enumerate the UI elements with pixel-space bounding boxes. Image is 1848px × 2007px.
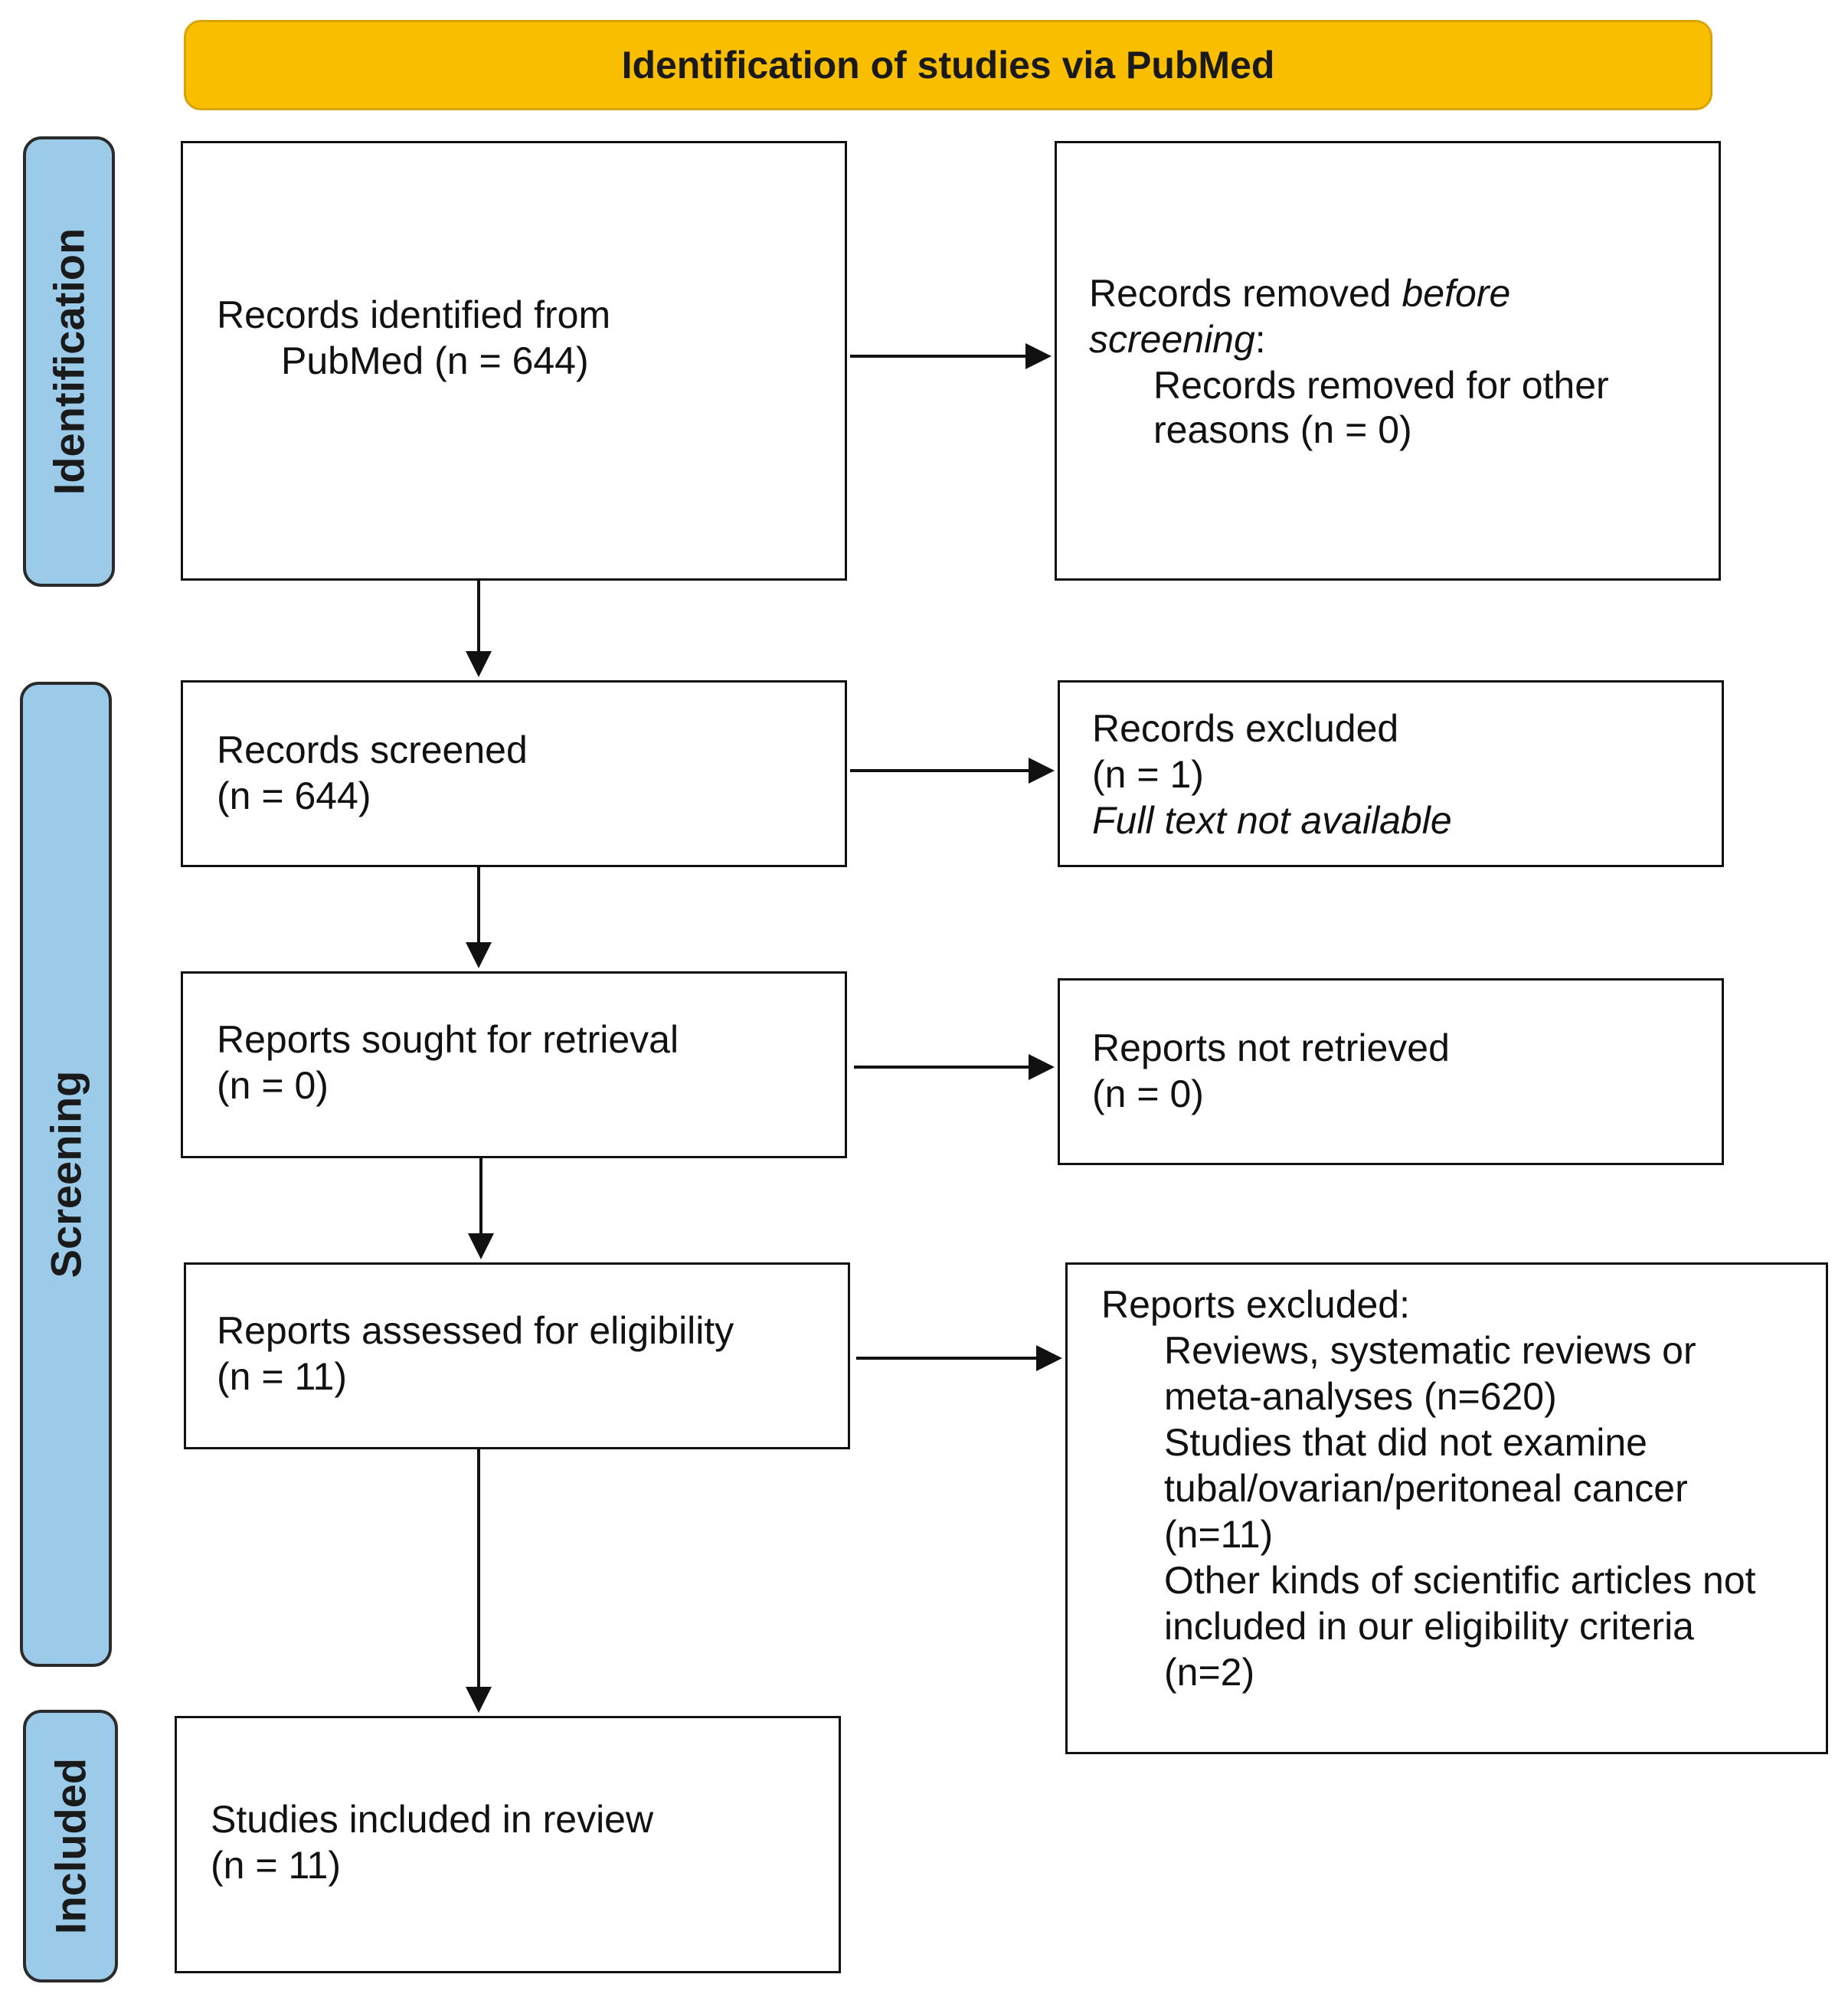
records-removed-line2: screening: bbox=[1089, 318, 1266, 361]
phase-included: Included bbox=[23, 1710, 118, 1982]
records-identified-box: Records identified from PubMed (n = 644) bbox=[181, 141, 847, 581]
records-excluded-line1: Records excluded bbox=[1092, 707, 1399, 750]
records-removed-line4: reasons (n = 0) bbox=[1153, 408, 1412, 451]
reports-excluded-line: Reviews, systematic reviews or bbox=[1164, 1329, 1696, 1372]
reports-sought-line2: (n = 0) bbox=[217, 1064, 329, 1107]
arrowhead bbox=[466, 651, 492, 677]
reports-sought-line1: Reports sought for retrieval bbox=[217, 1018, 679, 1061]
reports-assessed-box: Reports assessed for eligibility (n = 11… bbox=[184, 1262, 850, 1449]
arrowhead bbox=[1036, 1345, 1062, 1371]
records-removed-box: Records removed before screening: Record… bbox=[1055, 141, 1721, 581]
reports-excluded-line: Studies that did not examine bbox=[1164, 1421, 1647, 1464]
arrowhead bbox=[1025, 343, 1052, 369]
phase-screening: Screening bbox=[20, 682, 112, 1667]
diagram-title-banner: Identification of studies via PubMed bbox=[184, 20, 1712, 110]
reports-excluded-heading: Reports excluded: bbox=[1101, 1283, 1411, 1326]
reports-excluded-line: meta-analyses (n=620) bbox=[1164, 1375, 1557, 1418]
reports-excluded-line: (n=11) bbox=[1164, 1513, 1274, 1556]
records-excluded-line2: (n = 1) bbox=[1092, 753, 1204, 796]
reports-not-retrieved-line1: Reports not retrieved bbox=[1092, 1026, 1450, 1069]
reports-excluded-line: tubal/ovarian/peritoneal cancer bbox=[1164, 1467, 1688, 1510]
diagram-title: Identification of studies via PubMed bbox=[621, 44, 1275, 87]
arrowhead bbox=[1029, 1054, 1055, 1080]
arrowhead bbox=[466, 942, 492, 968]
reports-excluded-line: (n=2) bbox=[1164, 1651, 1255, 1694]
reports-excluded-line: Other kinds of scientific articles not bbox=[1164, 1559, 1756, 1602]
reports-excluded-box: Reports excluded: Reviews, systematic re… bbox=[1065, 1262, 1828, 1754]
studies-included-line2: (n = 11) bbox=[211, 1844, 341, 1887]
records-screened-box: Records screened (n = 644) bbox=[181, 680, 847, 867]
studies-included-line1: Studies included in review bbox=[211, 1798, 654, 1841]
reports-not-retrieved-line2: (n = 0) bbox=[1092, 1072, 1204, 1115]
records-identified-line1: Records identified from bbox=[217, 293, 611, 336]
reports-sought-box: Reports sought for retrieval (n = 0) bbox=[181, 971, 847, 1158]
studies-included-box: Studies included in review (n = 11) bbox=[175, 1716, 841, 1973]
records-removed-line1: Records removed before bbox=[1089, 272, 1511, 315]
arrowhead bbox=[466, 1687, 492, 1713]
reports-assessed-line2: (n = 11) bbox=[217, 1355, 347, 1398]
records-screened-line2: (n = 644) bbox=[217, 774, 371, 817]
records-excluded-box: Records excluded (n = 1) Full text not a… bbox=[1058, 680, 1724, 867]
reports-excluded-line: included in our eligibility criteria bbox=[1164, 1605, 1694, 1648]
records-removed-line3: Records removed for other bbox=[1153, 364, 1609, 407]
records-identified-line2: PubMed (n = 644) bbox=[281, 339, 589, 382]
records-screened-line1: Records screened bbox=[217, 728, 528, 771]
records-excluded-line3: Full text not available bbox=[1092, 799, 1452, 842]
phase-identification: Identification bbox=[23, 136, 115, 587]
arrowhead bbox=[1029, 758, 1055, 784]
reports-assessed-line1: Reports assessed for eligibility bbox=[217, 1309, 734, 1352]
reports-not-retrieved-box: Reports not retrieved (n = 0) bbox=[1058, 978, 1724, 1165]
arrowhead bbox=[468, 1233, 494, 1259]
